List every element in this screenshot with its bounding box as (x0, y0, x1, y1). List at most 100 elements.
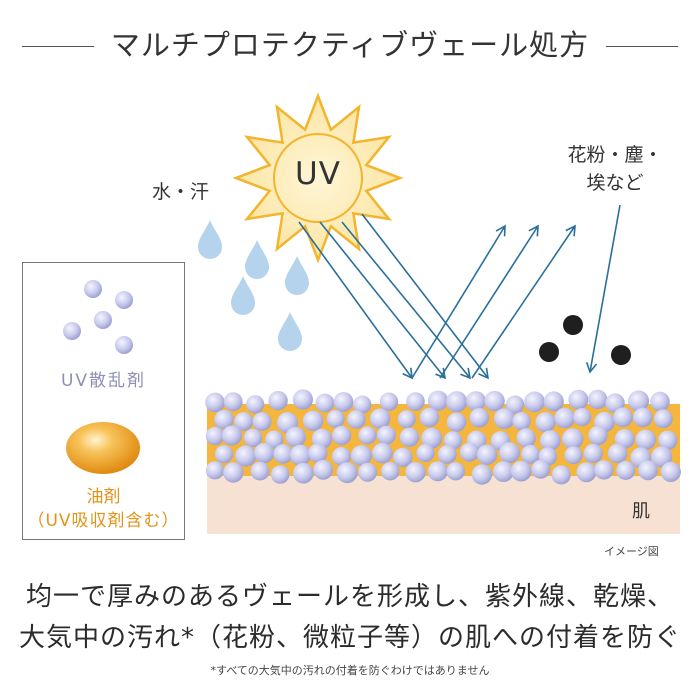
scatter-particle-icon (285, 426, 306, 448)
headline-line-2: 大気中の汚れ*（花粉、微粒子等）の肌への付着を防ぐ (18, 623, 681, 653)
uv-ray-reflected (411, 224, 506, 379)
water-sweat-label: 水・汗 (152, 181, 210, 203)
oil-agent-sublabel: （UV吸収剤含む） (27, 511, 180, 531)
uv-ray-incoming (319, 221, 447, 380)
dust-particle-icon (611, 345, 631, 365)
scatter-particle-icon (499, 442, 520, 463)
uv-ray-incoming (298, 221, 413, 380)
scatter-particle-icon (223, 392, 243, 412)
scatter-particle-icon (531, 459, 551, 479)
uv-ray-incoming (361, 213, 490, 380)
scatter-particle-icon (512, 412, 531, 431)
scatter-particle-icon (651, 446, 673, 468)
scatter-particle-icon (543, 391, 564, 412)
scatter-particle-icon (505, 395, 525, 414)
scatter-particle-icon (214, 445, 234, 464)
skin-label: 肌 (632, 501, 650, 522)
scatter-particle-icon (607, 443, 628, 464)
pollen-label-line1: 花粉・塵・ (567, 144, 663, 166)
water-drop-icon (278, 312, 302, 351)
scatter-particle-icon (419, 407, 440, 428)
scatter-particle-icon (350, 445, 372, 467)
scatter-particle-icon (484, 390, 505, 412)
dust-particle-icon (539, 342, 559, 362)
legend-box (22, 262, 185, 540)
scatter-particle-icon (653, 409, 673, 429)
scatter-particle-icon (535, 412, 556, 433)
scatter-particle-icon (381, 462, 400, 481)
water-drop-icon (285, 256, 309, 295)
scatter-particle-icon (521, 444, 540, 464)
title-divider-right (606, 46, 678, 47)
scatter-particle-icon (554, 407, 576, 429)
uv-ray-reflected (439, 224, 539, 379)
veil-particles (205, 389, 681, 485)
uv-ray-incoming (341, 221, 472, 380)
dust-particle-icon (563, 315, 583, 335)
uv-ray-reflected (471, 224, 576, 379)
pollen-dust-label: 花粉・塵・ 埃など (560, 141, 670, 197)
scatter-particle-icon (372, 442, 393, 464)
scatter-particle-icon (358, 426, 377, 445)
scatter-particle-icon (594, 460, 614, 480)
scatter-particle-icon (516, 428, 536, 448)
scatter-particle-icon (446, 462, 465, 481)
water-drop-icon (198, 220, 222, 259)
scatter-particle-icon (302, 410, 324, 431)
scatter-particle-icon (332, 425, 352, 446)
footnote: *すべての大気中の汚れの付着を防ぐわけではありません (210, 664, 490, 677)
scatter-particle-icon (613, 407, 633, 428)
water-drops (198, 220, 309, 351)
scatter-particle-icon (326, 409, 345, 428)
scatter-particle-icon (471, 464, 493, 485)
scatter-particle-icon (469, 408, 490, 428)
sun-icon (232, 92, 404, 264)
scatter-particle-icon (393, 447, 413, 468)
scatter-particle-icon (633, 407, 653, 428)
scatter-particle-icon (573, 408, 592, 427)
scatter-particle-icon (427, 461, 448, 482)
scatter-particle-icon (416, 443, 435, 463)
scatter-particle-icon (588, 389, 608, 410)
oil-drop-icon (66, 422, 140, 474)
scatter-particle-icon (562, 428, 584, 450)
scatter-particle-icon (289, 444, 311, 466)
title-bar: マルチプロテクティブヴェール処方 (0, 20, 700, 70)
scatter-particle-icon (369, 408, 391, 429)
scatter-particle-icon (376, 425, 396, 445)
scatter-particle-icon (650, 391, 670, 412)
scatter-particle-icon (115, 336, 133, 354)
scatter-particle-icon (660, 461, 681, 482)
scatter-particle-icon (397, 410, 416, 429)
scatter-particle-icon (315, 393, 335, 413)
scatter-particle-icon (427, 390, 449, 411)
scatter-particle-icon (235, 445, 257, 467)
uv-scattering-agent-label: UV散乱剤 (60, 371, 147, 391)
scatter-particle-icon (446, 412, 467, 432)
scatter-particle-icon (353, 395, 372, 414)
scatter-particle-icon (568, 389, 589, 410)
page-title: マルチプロテクティブヴェール処方 (110, 28, 590, 62)
image-note: イメージ図 (604, 545, 659, 558)
oil-agent-label: 油剤 (86, 487, 121, 507)
title-divider-left (22, 46, 94, 47)
scatter-particle-icon (583, 443, 603, 463)
scatter-particle-icon (265, 430, 284, 449)
headline-line-1: 均一で厚みのあるヴェールを形成し、紫外線、乾燥、 (25, 582, 674, 612)
scatter-particle-icon (332, 447, 351, 466)
scatter-particle-icon (293, 462, 314, 484)
scatter-particle-icon (246, 395, 265, 414)
scatter-particle-icon (406, 392, 425, 411)
legend-scatter-particles (63, 280, 133, 354)
scatter-particle-icon (63, 322, 81, 340)
dust-particles (539, 315, 631, 365)
scatter-particle-icon (616, 461, 636, 480)
scatter-particle-icon (214, 409, 234, 430)
uv-label: UV (295, 156, 341, 192)
scatter-particle-icon (493, 461, 514, 482)
scatter-particle-icon (270, 465, 290, 484)
scatter-particle-icon (446, 391, 468, 413)
water-drop-icon (245, 240, 269, 279)
scatter-particle-icon (84, 280, 102, 298)
